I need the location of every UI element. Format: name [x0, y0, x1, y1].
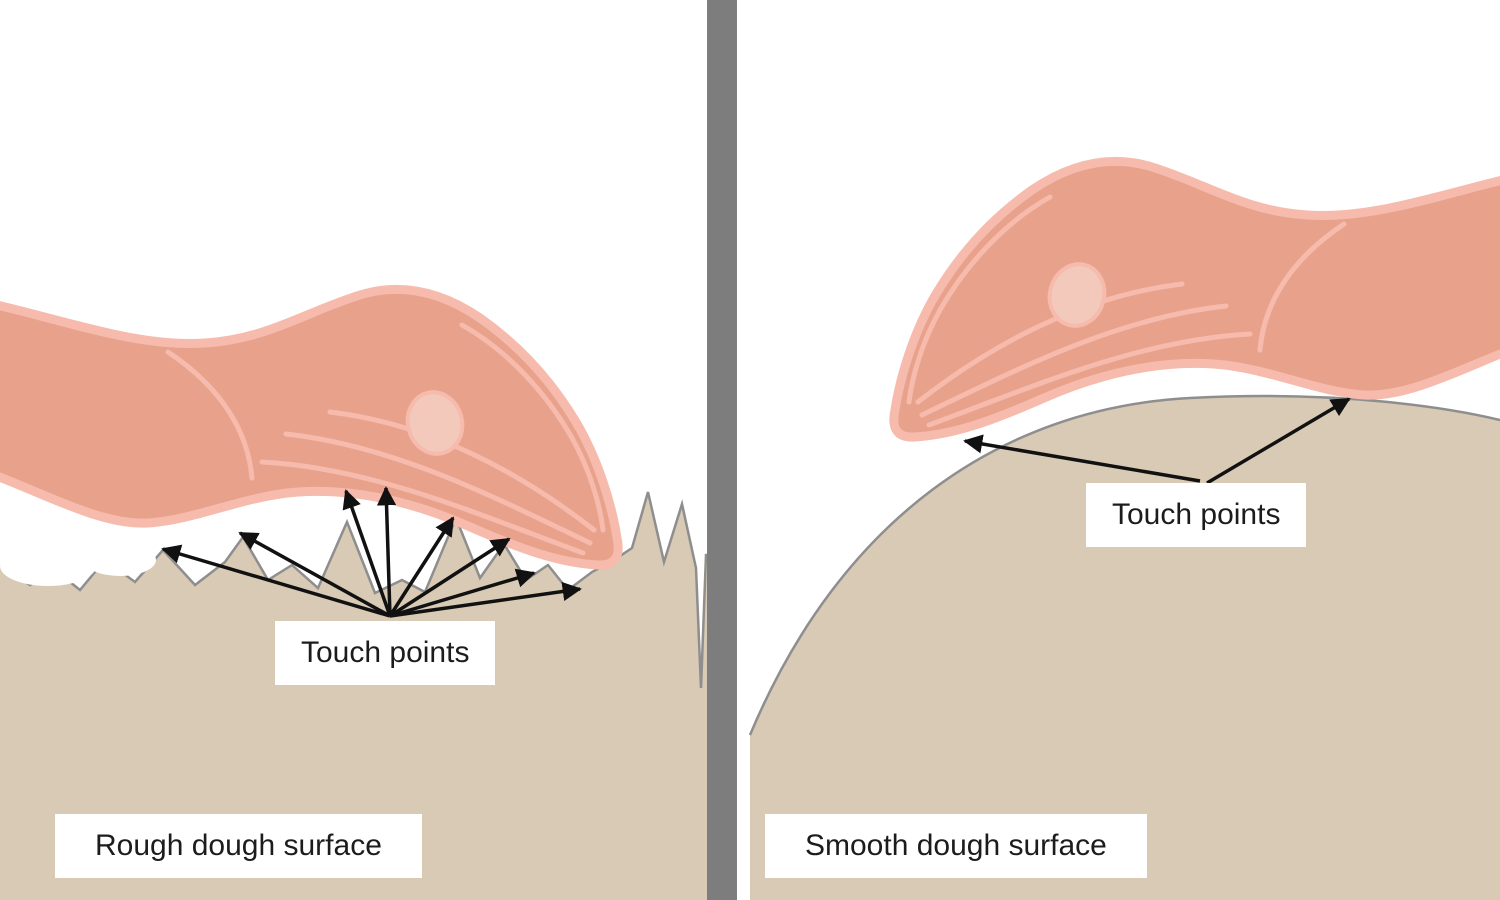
right-panel	[748, 156, 1500, 900]
white-gap-blob	[0, 546, 96, 586]
panel-divider	[707, 0, 737, 900]
palm-crease	[1257, 221, 1347, 353]
right-touch-points-label: Touch points	[1086, 483, 1307, 547]
index-finger-line	[459, 322, 606, 533]
finger-crease	[915, 281, 1185, 405]
finger-crease	[283, 431, 593, 546]
palm-crease	[165, 349, 255, 481]
hand-silhouette	[0, 284, 623, 570]
smooth-dough-shape	[750, 396, 1500, 900]
right-touch-arrows	[963, 397, 1351, 485]
thumb-nail	[1047, 262, 1107, 328]
touch-point-arrow	[238, 531, 391, 618]
touch-point-arrow	[389, 581, 582, 618]
touch-point-arrow	[389, 537, 511, 618]
touch-point-arrow	[376, 486, 397, 617]
finger-crease	[259, 459, 586, 556]
left-hand	[0, 284, 623, 570]
white-gap-blob	[84, 544, 156, 576]
finger-crease	[327, 409, 597, 533]
touch-point-arrow	[389, 568, 536, 618]
touch-point-arrow	[161, 544, 391, 618]
left-touch-arrows	[161, 486, 582, 618]
touch-point-arrow	[1206, 397, 1351, 485]
thumb-nail	[405, 390, 465, 456]
hand-silhouette	[889, 156, 1500, 442]
left-panel	[0, 284, 710, 900]
touch-point-arrow	[388, 516, 455, 617]
touch-point-arrow	[963, 434, 1201, 483]
index-finger-line	[906, 194, 1053, 405]
finger-crease	[919, 303, 1229, 418]
right-hand	[889, 156, 1500, 442]
rough-surface-label: Rough dough surface	[55, 814, 422, 878]
left-touch-points-label: Touch points	[275, 621, 496, 685]
touch-point-arrow	[342, 489, 392, 617]
smooth-surface-label: Smooth dough surface	[765, 814, 1147, 878]
finger-crease	[926, 331, 1253, 428]
smooth-dough-edge	[748, 394, 1500, 736]
